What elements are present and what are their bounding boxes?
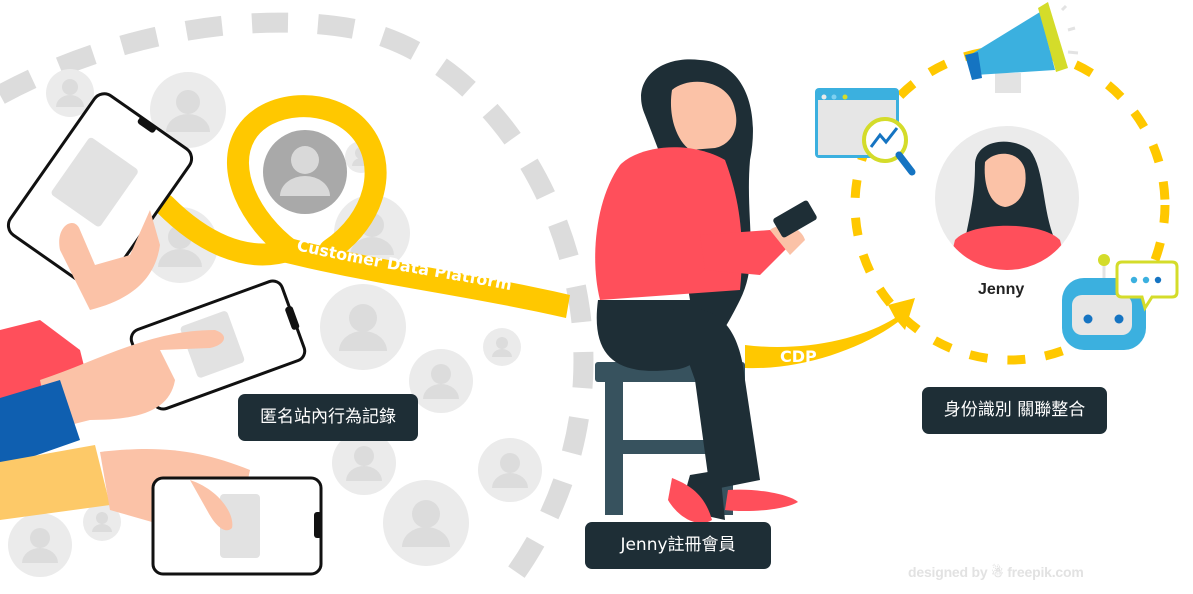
browser-analytics-icon	[815, 88, 916, 176]
sleeve-yellow	[0, 445, 110, 520]
anonymous-user-icon	[83, 503, 121, 541]
jenny-illustration	[595, 59, 817, 524]
jenny-phone-icon	[773, 200, 817, 238]
freepik-credit: designed by ☃ freepik.com	[908, 564, 1084, 580]
phone-left-3	[151, 476, 323, 576]
anonymous-user-icon	[483, 328, 521, 366]
anonymous-user-icon	[332, 431, 396, 495]
smartphone-icon	[51, 137, 138, 227]
arrow-label: CDP	[780, 347, 817, 366]
anonymous-user-icon	[478, 438, 542, 502]
step-label-member-registration: Jenny註冊會員	[585, 522, 771, 569]
anonymous-user-icon	[8, 513, 72, 577]
cdp-arrow	[745, 298, 915, 369]
anonymous-user-icon	[409, 349, 473, 413]
gray-dashed-arc	[0, 12, 594, 594]
shoe-right	[725, 489, 798, 512]
shoe-left	[668, 478, 712, 524]
anonymous-user-icon	[46, 69, 94, 117]
phone-left-1	[6, 92, 194, 310]
anonymous-user-icon	[150, 72, 226, 148]
anonymous-user-icon	[320, 284, 406, 370]
anonymous-user-icon	[383, 480, 469, 566]
profile-name: Jenny	[978, 281, 1025, 298]
jenny-avatar	[935, 126, 1079, 270]
chatbot-icon	[1062, 254, 1179, 350]
step-label-anonymous-tracking: 匿名站內行為記錄	[238, 394, 418, 441]
megaphone-icon	[965, 2, 1079, 93]
speech-bubble-icon	[1115, 260, 1179, 312]
cdp-ribbon	[154, 95, 570, 318]
sleeve-blue	[0, 380, 80, 468]
step-label-identity-resolution: 身份識別 關聯整合	[922, 387, 1107, 434]
